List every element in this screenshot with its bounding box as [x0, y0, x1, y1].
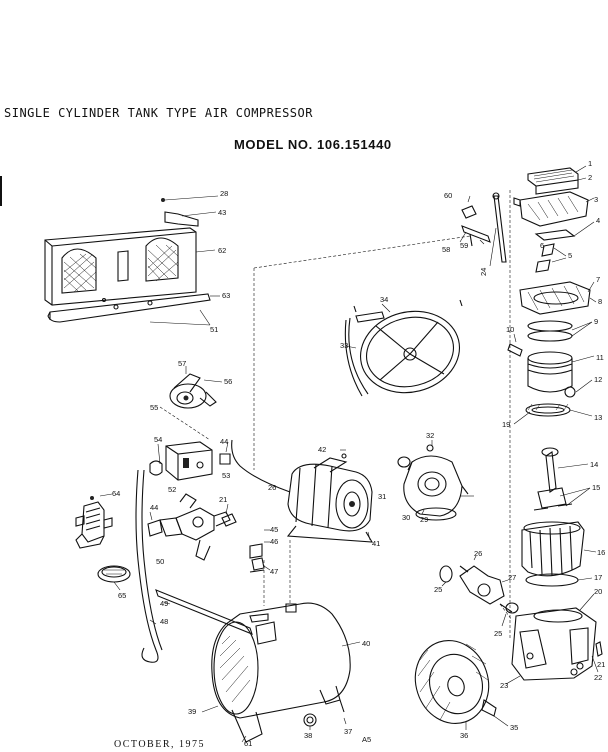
callout-50: 50: [156, 557, 164, 566]
callout-48: 48: [160, 617, 168, 626]
revision-date: OCTOBER, 1975: [114, 739, 205, 750]
callout-15: 15: [592, 483, 600, 492]
callout-52: 52: [168, 485, 176, 494]
callout-3: 3: [594, 195, 598, 204]
callout-59: 59: [460, 241, 468, 250]
margin-mark: [0, 176, 2, 206]
callout-57: 57: [178, 359, 186, 368]
callout-63: 63: [222, 291, 230, 300]
callout-44: 44: [150, 503, 158, 512]
callout-38: 38: [304, 731, 312, 740]
callout-20: 20: [594, 587, 602, 596]
callout-39: 39: [188, 707, 196, 716]
crankshaft: [439, 555, 519, 627]
callout-7: 7: [596, 275, 600, 284]
callout-10: 10: [506, 325, 514, 334]
tank-fittings: [249, 529, 271, 573]
callout-32: 32: [426, 431, 434, 440]
callout-47: 47: [270, 567, 278, 576]
regulator-and-gauge: [75, 493, 131, 591]
callout-21: 21: [219, 495, 227, 504]
callout-40: 40: [362, 639, 370, 648]
callout-41: 41: [372, 539, 380, 548]
callout-22: 22: [594, 673, 602, 682]
cylinder-stack: [492, 165, 603, 685]
callout-33: 33: [340, 341, 348, 350]
callout-34: 34: [380, 295, 388, 304]
flywheel: [344, 299, 463, 397]
callout-14: 14: [590, 460, 598, 469]
callout-17: 17: [594, 573, 602, 582]
callout-62: 62: [218, 246, 226, 255]
callout-6: 6: [540, 241, 544, 250]
hose: [135, 469, 253, 663]
callout-26: 26: [268, 483, 276, 492]
callout-37: 37: [344, 727, 352, 736]
callout-9: 9: [594, 317, 598, 326]
callout-31: 31: [378, 492, 386, 501]
callout-27: 27: [508, 573, 516, 582]
motor: [231, 235, 471, 543]
model-number: MODEL NO. 106.151440: [234, 137, 392, 152]
callout-53: 53: [222, 471, 230, 480]
callout-16: 16: [597, 548, 605, 557]
callout-13: 13: [594, 413, 602, 422]
callout-45: 45: [270, 525, 278, 534]
callout-8: 8: [598, 297, 602, 306]
callout-1: 1: [588, 159, 592, 168]
callout-58: 58: [442, 245, 450, 254]
callout-61: 61: [244, 739, 252, 748]
callout-5: 5: [568, 251, 572, 260]
callout-28: 28: [220, 189, 228, 198]
callout-54: 54: [154, 435, 162, 444]
callout-12: 12: [594, 375, 602, 384]
callout-a5: A5: [362, 735, 371, 744]
check-valve-block: [149, 441, 231, 481]
callout-25: 25: [434, 585, 442, 594]
callout-35: 35: [510, 723, 518, 732]
callout-2: 2: [588, 173, 592, 182]
callout-46: 46: [270, 537, 278, 546]
air-tank: [201, 540, 361, 743]
wheel: [414, 639, 509, 730]
callout-56: 56: [224, 377, 232, 386]
callout-11: 11: [596, 353, 604, 362]
outlet-fittings: [459, 195, 497, 267]
callout-30: 30: [402, 513, 410, 522]
callout-65: 65: [118, 591, 126, 600]
callout-21b: 21: [597, 660, 605, 669]
callout-4: 4: [596, 216, 600, 225]
diagram-title: SINGLE CYLINDER TANK TYPE AIR COMPRESSOR: [4, 105, 313, 121]
callout-44b: 44: [220, 437, 228, 446]
callout-36: 36: [460, 731, 468, 740]
callout-19: 19: [502, 420, 510, 429]
callout-60: 60: [444, 191, 452, 200]
pressure-switch: [159, 366, 223, 441]
callout-labels: 1 2 3 4 5 6 7 8 9 10 11 12 13 14 15 16 1…: [112, 159, 605, 748]
callout-23: 23: [500, 681, 508, 690]
callout-49: 49: [160, 599, 168, 608]
callout-43: 43: [218, 208, 226, 217]
callout-42: 42: [318, 445, 326, 454]
callout-25b: 25: [494, 629, 502, 638]
callout-51: 51: [210, 325, 218, 334]
callout-55: 55: [150, 403, 158, 412]
callout-29: 29: [420, 515, 428, 524]
crankcase-cover: [397, 440, 474, 521]
belt-guard: [44, 195, 220, 326]
manifold-fittings: [147, 493, 237, 561]
callout-64: 64: [112, 489, 120, 498]
callout-26b: 26: [474, 549, 482, 558]
callout-24: 24: [479, 268, 488, 276]
